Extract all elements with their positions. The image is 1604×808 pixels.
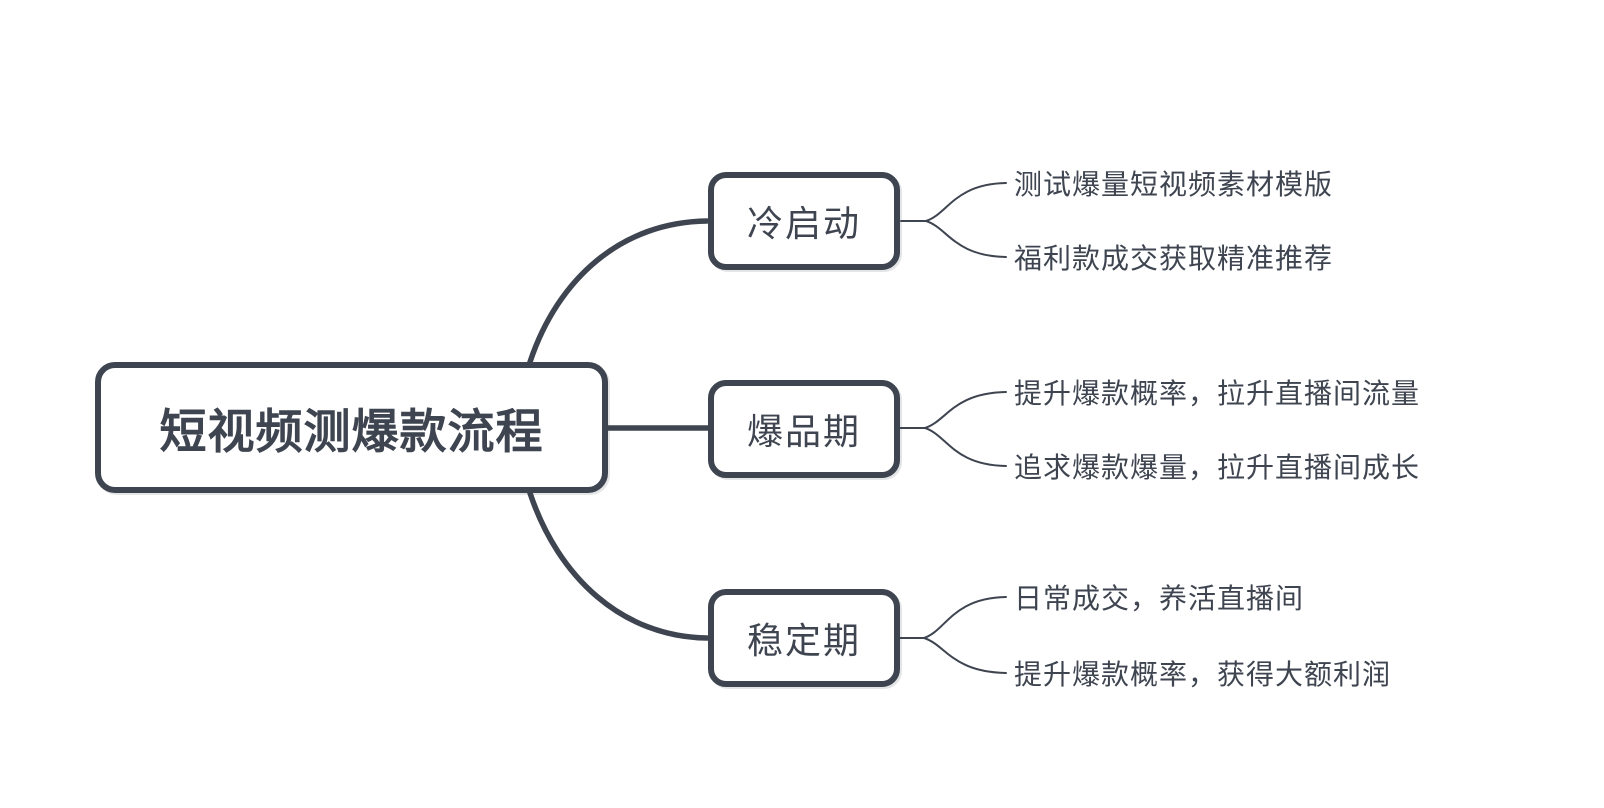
connector-root-to-cold-start bbox=[527, 218, 710, 365]
leaf-item-hot-period-2[interactable]: 追求爆款爆量，拉升直播间成长 bbox=[1014, 452, 1421, 483]
leaf-item-hot-period-1[interactable]: 提升爆款概率，拉升直播间流量 bbox=[1014, 378, 1421, 409]
connector-hot-period-to-leaf-2 bbox=[924, 427, 1007, 467]
connector-hot-period-to-leaf-1 bbox=[924, 391, 1007, 429]
connector-stable-period-to-leaf-2 bbox=[923, 637, 1007, 674]
connector-stable-period-to-leaf-1 bbox=[923, 596, 1007, 639]
connector-cold-start-to-leaf-1 bbox=[925, 182, 1007, 222]
connector-cold-start-to-leaf-2 bbox=[925, 220, 1007, 258]
branch-node-label: 冷启动 bbox=[746, 203, 861, 244]
leaf-item-cold-start-1[interactable]: 测试爆量短视频素材模版 bbox=[1014, 169, 1334, 200]
branch-node-cold-start[interactable]: 冷启动 bbox=[708, 172, 900, 270]
root-node-label: 短视频测爆款流程 bbox=[159, 405, 544, 458]
branch-node-label: 爆品期 bbox=[746, 411, 861, 452]
root-node[interactable]: 短视频测爆款流程 bbox=[95, 362, 608, 493]
connector-root-to-stable-period bbox=[527, 490, 710, 641]
leaf-item-cold-start-2[interactable]: 福利款成交获取精准推荐 bbox=[1014, 243, 1334, 274]
branch-node-stable-period[interactable]: 稳定期 bbox=[708, 589, 900, 687]
leaf-item-stable-period-2[interactable]: 提升爆款概率，获得大额利润 bbox=[1014, 659, 1392, 690]
branch-node-hot-period[interactable]: 爆品期 bbox=[708, 380, 900, 478]
leaf-item-stable-period-1[interactable]: 日常成交，养活直播间 bbox=[1014, 583, 1305, 614]
branch-node-label: 稳定期 bbox=[746, 620, 861, 661]
